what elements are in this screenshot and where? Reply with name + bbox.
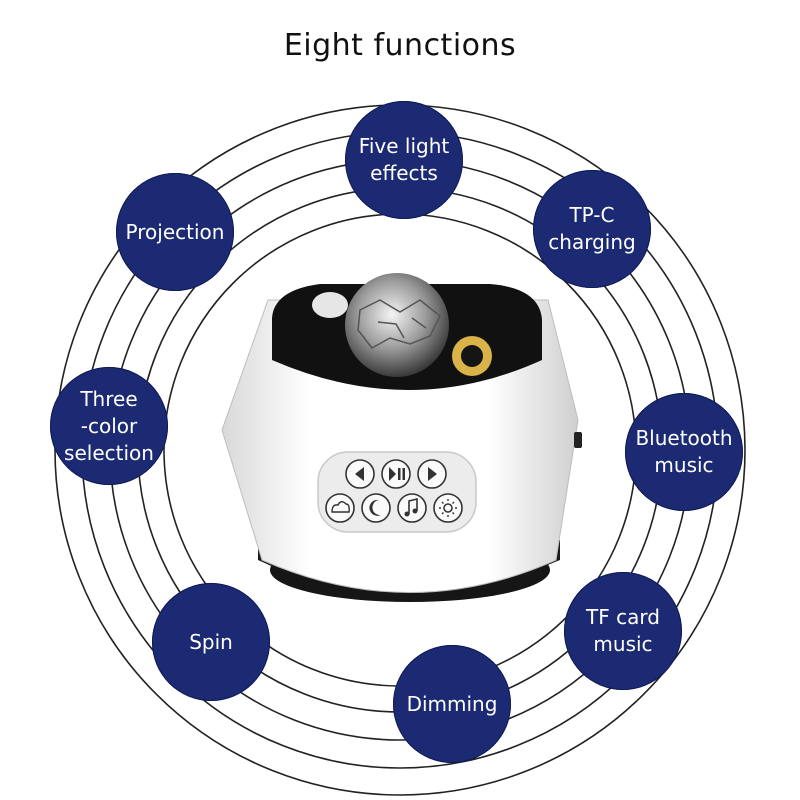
bubble-five-light-effects: Five light effects xyxy=(345,101,463,219)
play-pause-icon[interactable] xyxy=(381,459,411,489)
bubble-label: TF card music xyxy=(586,605,660,656)
bubble-label: Bluetooth music xyxy=(635,426,733,477)
bubble-label: Dimming xyxy=(406,691,498,716)
bubble-tf-card-music: TF card music xyxy=(564,572,682,690)
moon-icon[interactable] xyxy=(361,493,391,523)
page-title: Eight functions xyxy=(283,28,517,63)
bubble-tp-c-charging: TP-C charging xyxy=(533,170,651,288)
bubble-label: Three -color selection xyxy=(64,386,154,465)
bubble-label: TP-C charging xyxy=(548,203,636,254)
bubble-bluetooth-music: Bluetooth music xyxy=(625,393,743,511)
cloud-light-icon[interactable] xyxy=(325,493,355,523)
sensor-icon xyxy=(312,292,348,318)
bubble-three-color-selection: Three -color selection xyxy=(50,367,168,485)
music-note-icon[interactable] xyxy=(397,493,427,523)
lens-inner xyxy=(461,345,483,367)
sun-icon[interactable] xyxy=(433,493,463,523)
bubble-label: Projection xyxy=(125,219,225,244)
bubble-projection: Projection xyxy=(116,173,234,291)
bubble-dimming: Dimming xyxy=(393,645,511,763)
previous-icon[interactable] xyxy=(345,459,375,489)
bubble-spin: Spin xyxy=(152,583,270,701)
dome-facets xyxy=(357,299,441,349)
bubble-label: Five light effects xyxy=(358,134,450,185)
side-port xyxy=(574,432,582,448)
bubble-label: Spin xyxy=(189,629,233,654)
next-icon[interactable] xyxy=(417,459,447,489)
